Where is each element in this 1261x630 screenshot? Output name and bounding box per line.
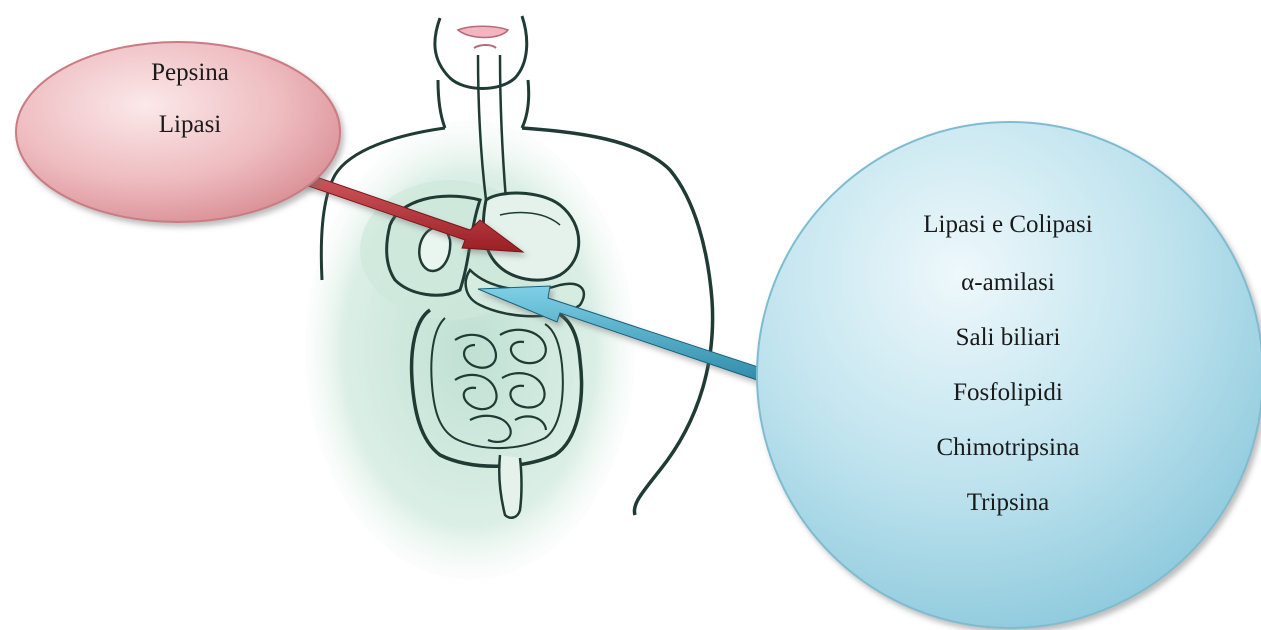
stomach-enzyme-item: Pepsina bbox=[151, 59, 229, 86]
intestine-enzyme-item: Tripsina bbox=[967, 489, 1049, 516]
rectum-icon bbox=[499, 455, 521, 518]
intestine-enzyme-item: Fosfolipidi bbox=[953, 379, 1063, 406]
mouth-icon bbox=[458, 26, 508, 37]
stomach-enzymes-callout: Pepsina Lipasi bbox=[16, 42, 340, 222]
tongue-icon bbox=[474, 45, 496, 48]
neck-right bbox=[522, 80, 529, 128]
intestine-enzymes-callout: Lipasi e Colipasi α-amilasi Sali biliari… bbox=[757, 122, 1261, 628]
intestine-enzyme-item: Sali biliari bbox=[956, 324, 1061, 351]
intestine-enzyme-item: Chimotripsina bbox=[936, 434, 1079, 461]
intestine-enzyme-item: α-amilasi bbox=[961, 269, 1055, 296]
stomach-enzyme-item: Lipasi bbox=[159, 111, 222, 138]
intestine-enzyme-item: Lipasi e Colipasi bbox=[923, 211, 1092, 238]
neck-left bbox=[438, 80, 445, 128]
blue-circle bbox=[757, 122, 1261, 628]
